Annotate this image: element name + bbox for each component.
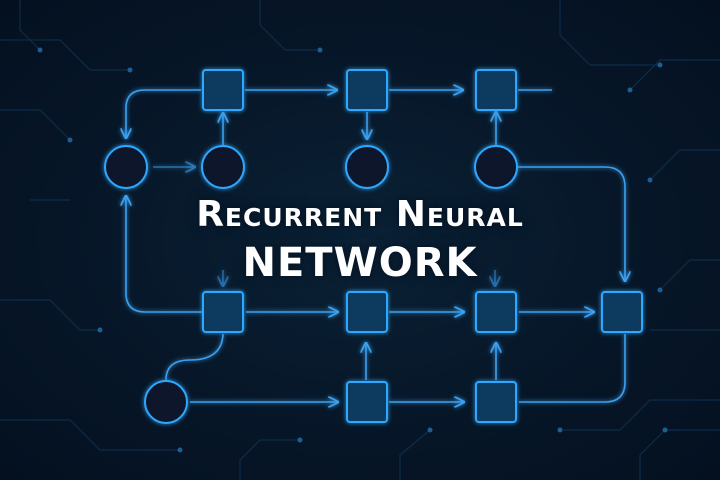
- node-square: [475, 291, 517, 333]
- node-square: [202, 69, 244, 111]
- edge: [518, 166, 625, 281]
- node-circle: [474, 145, 518, 189]
- node-circle: [104, 145, 148, 189]
- edge: [126, 196, 203, 313]
- diagram-title: Recurrent Neural Network: [0, 192, 720, 288]
- edge: [126, 89, 201, 138]
- node-square: [601, 291, 643, 333]
- node-square: [346, 69, 388, 111]
- node-square: [475, 69, 517, 111]
- circuit-dots: [37, 47, 668, 453]
- title-line-2: Network: [242, 240, 478, 286]
- node-square: [346, 381, 388, 423]
- circle-nodes: [104, 145, 518, 424]
- edge: [165, 333, 224, 381]
- node-circle: [345, 145, 389, 189]
- square-nodes: [202, 69, 643, 423]
- node-circle: [201, 145, 245, 189]
- node-square: [202, 291, 244, 333]
- node-square: [475, 381, 517, 423]
- node-circle: [144, 380, 188, 424]
- title-line-1: Recurrent Neural: [196, 194, 524, 235]
- node-square: [346, 291, 388, 333]
- edge: [519, 334, 626, 403]
- connections: [126, 90, 625, 402]
